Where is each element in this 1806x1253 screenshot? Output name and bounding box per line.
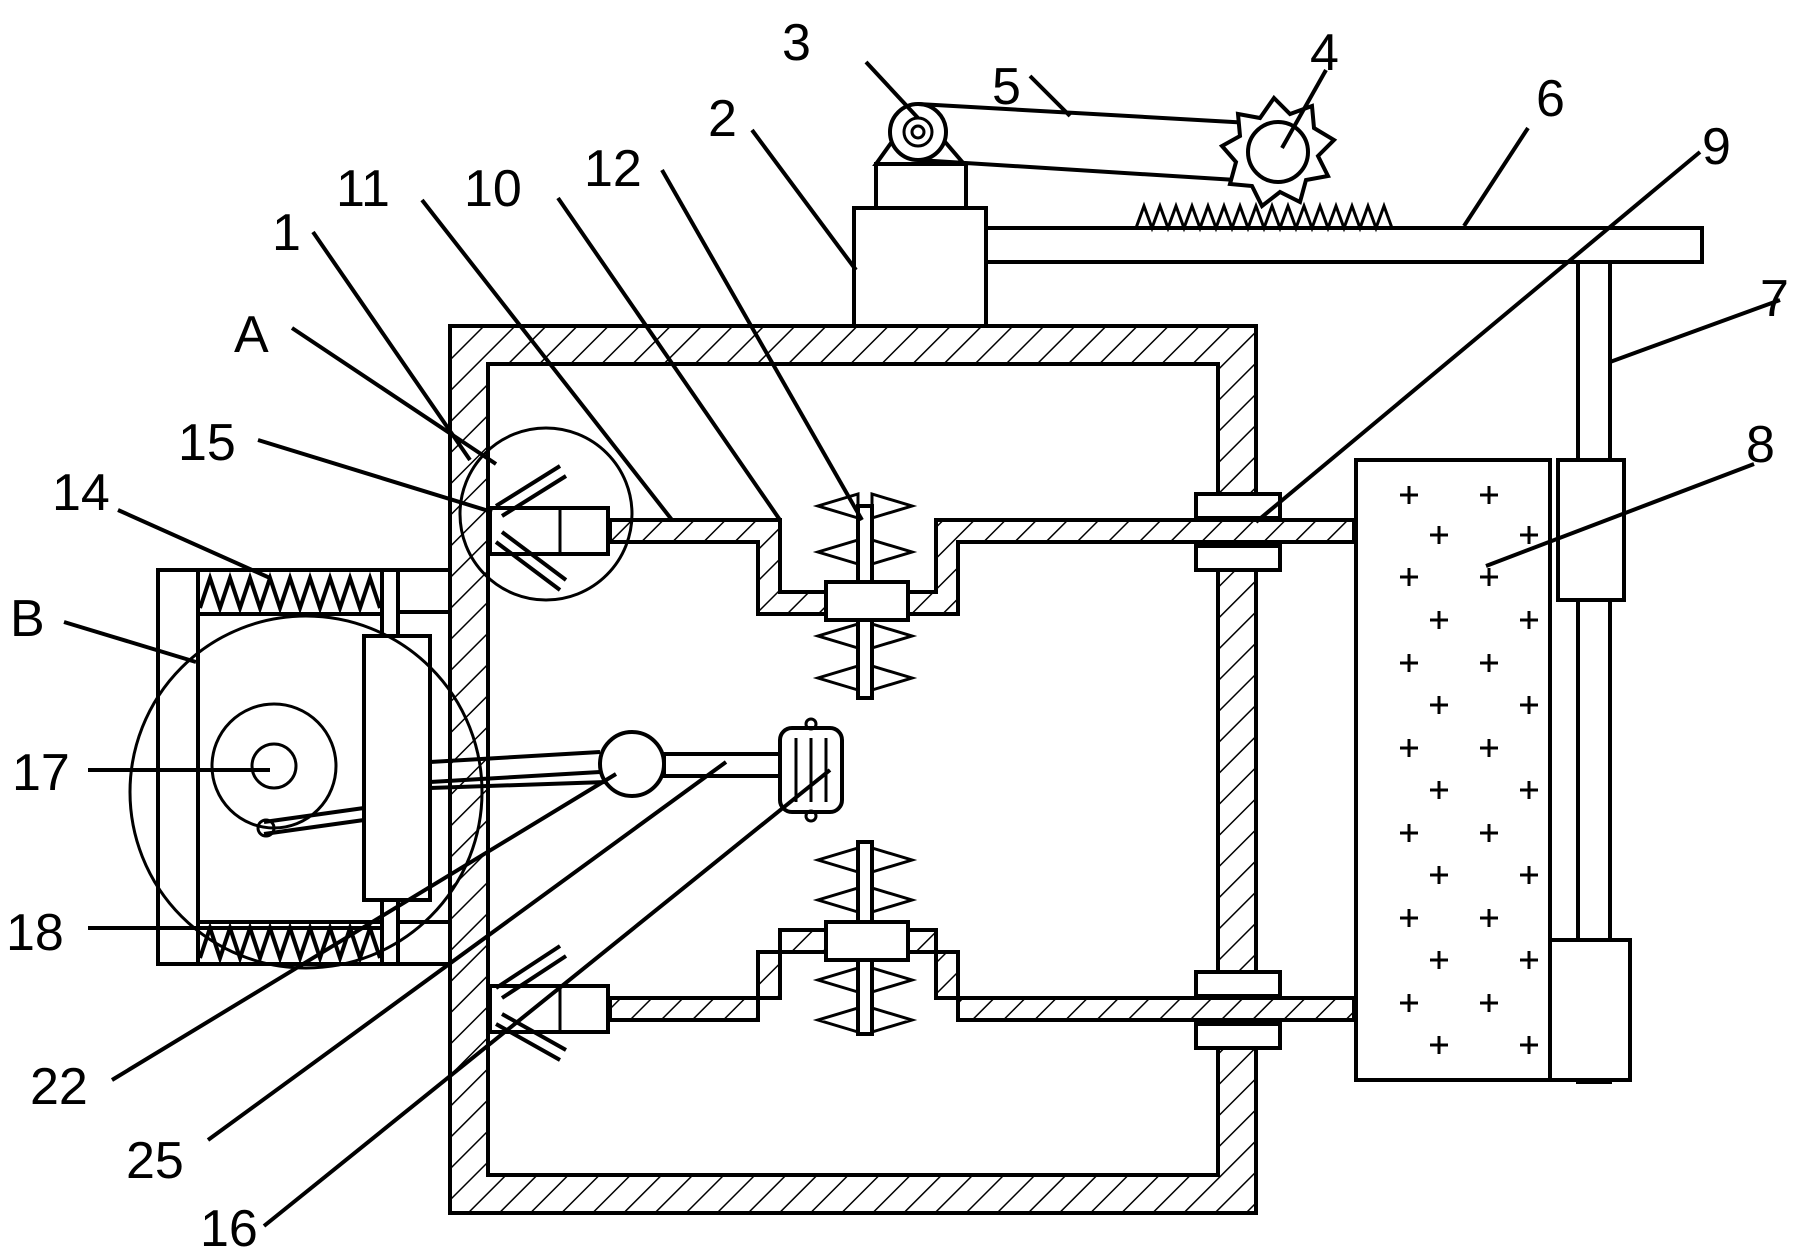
belt-drive [872, 94, 1338, 210]
leader-8 [1485, 462, 1755, 568]
label-25: 25 [126, 1132, 184, 1190]
finger-lower [494, 540, 562, 592]
leader-10 [556, 196, 782, 522]
label-2: 2 [708, 90, 737, 148]
label-9: 9 [1702, 118, 1731, 176]
leader-12 [660, 169, 864, 521]
upper-rod-end [488, 506, 610, 556]
upper-spring [198, 571, 382, 615]
label-5: 5 [992, 58, 1021, 116]
belt-lower [917, 158, 1269, 184]
label-22: 22 [30, 1058, 88, 1116]
lower-rod [488, 928, 1356, 1050]
driven-gear [1218, 94, 1338, 210]
rod-joint [598, 730, 666, 798]
push-block [362, 634, 432, 902]
slider-upper-block [1556, 458, 1626, 602]
middle-push-rod [429, 717, 844, 823]
detail-circle-a [458, 426, 634, 602]
lower-spike-roller [812, 840, 918, 1036]
belt-upper [917, 102, 1269, 126]
mount-block [852, 206, 988, 328]
main-housing [448, 324, 1258, 1215]
label-11: 11 [336, 160, 390, 218]
pressing-plate [1354, 458, 1552, 1082]
lower-bearing-bottom [1194, 1022, 1282, 1050]
leader-A [290, 326, 498, 466]
label-B: B [10, 590, 45, 648]
label-A: A [234, 306, 269, 364]
label-4: 4 [1310, 24, 1339, 82]
leader-15 [257, 438, 493, 514]
leader-11 [420, 198, 674, 522]
finger-upper [494, 464, 562, 508]
lower-bearing-top [1194, 970, 1282, 998]
leader-6 [1462, 126, 1530, 228]
spring-box-mount-top [396, 568, 452, 614]
label-1: 1 [272, 204, 301, 262]
support-arm [984, 226, 1704, 264]
spring-box-mount-bottom [396, 920, 452, 966]
label-10: 10 [464, 160, 522, 218]
upper-bearing-bottom [1194, 544, 1282, 572]
rack-teeth [1134, 201, 1394, 233]
plate-body [1354, 458, 1552, 1082]
leader-14 [117, 508, 271, 580]
leader-5 [1028, 74, 1072, 118]
leader-1 [311, 230, 472, 462]
label-6: 6 [1536, 70, 1565, 128]
label-16: 16 [200, 1200, 258, 1253]
slider-lower-block [1548, 938, 1632, 1082]
leader-lines [63, 60, 1781, 1228]
leader-3 [864, 60, 920, 120]
leader-7 [1609, 298, 1781, 364]
label-8: 8 [1746, 416, 1775, 474]
detail-circle-b [128, 614, 484, 970]
lower-spike-hub [824, 920, 910, 962]
part-labels: 1 2 3 4 5 6 7 8 9 10 11 12 14 15 16 17 1… [6, 14, 1789, 1253]
label-17: 17 [12, 744, 70, 802]
leader-25 [206, 760, 728, 1142]
drive-pulley [888, 102, 948, 162]
spring-box [156, 568, 452, 966]
leader-22 [110, 772, 618, 1082]
upper-rod [488, 492, 1356, 616]
cam-link [263, 806, 365, 824]
leader-16 [262, 768, 832, 1228]
label-7: 7 [1760, 270, 1789, 328]
upper-spike-roller [812, 491, 918, 700]
plate-plus-marks [1400, 486, 1538, 1054]
label-18: 18 [6, 904, 64, 962]
leader-2 [750, 128, 858, 272]
top-mount-assembly [852, 162, 1704, 328]
vertical-slider [1548, 260, 1632, 1084]
label-12: 12 [584, 140, 642, 198]
label-15: 15 [178, 414, 236, 472]
motor-seat [874, 162, 968, 210]
label-3: 3 [782, 14, 811, 72]
leader-4 [1280, 69, 1328, 149]
leader-9 [1254, 150, 1702, 524]
leader-B [63, 620, 197, 664]
upper-spike-hub [824, 580, 910, 622]
label-14: 14 [52, 464, 110, 522]
